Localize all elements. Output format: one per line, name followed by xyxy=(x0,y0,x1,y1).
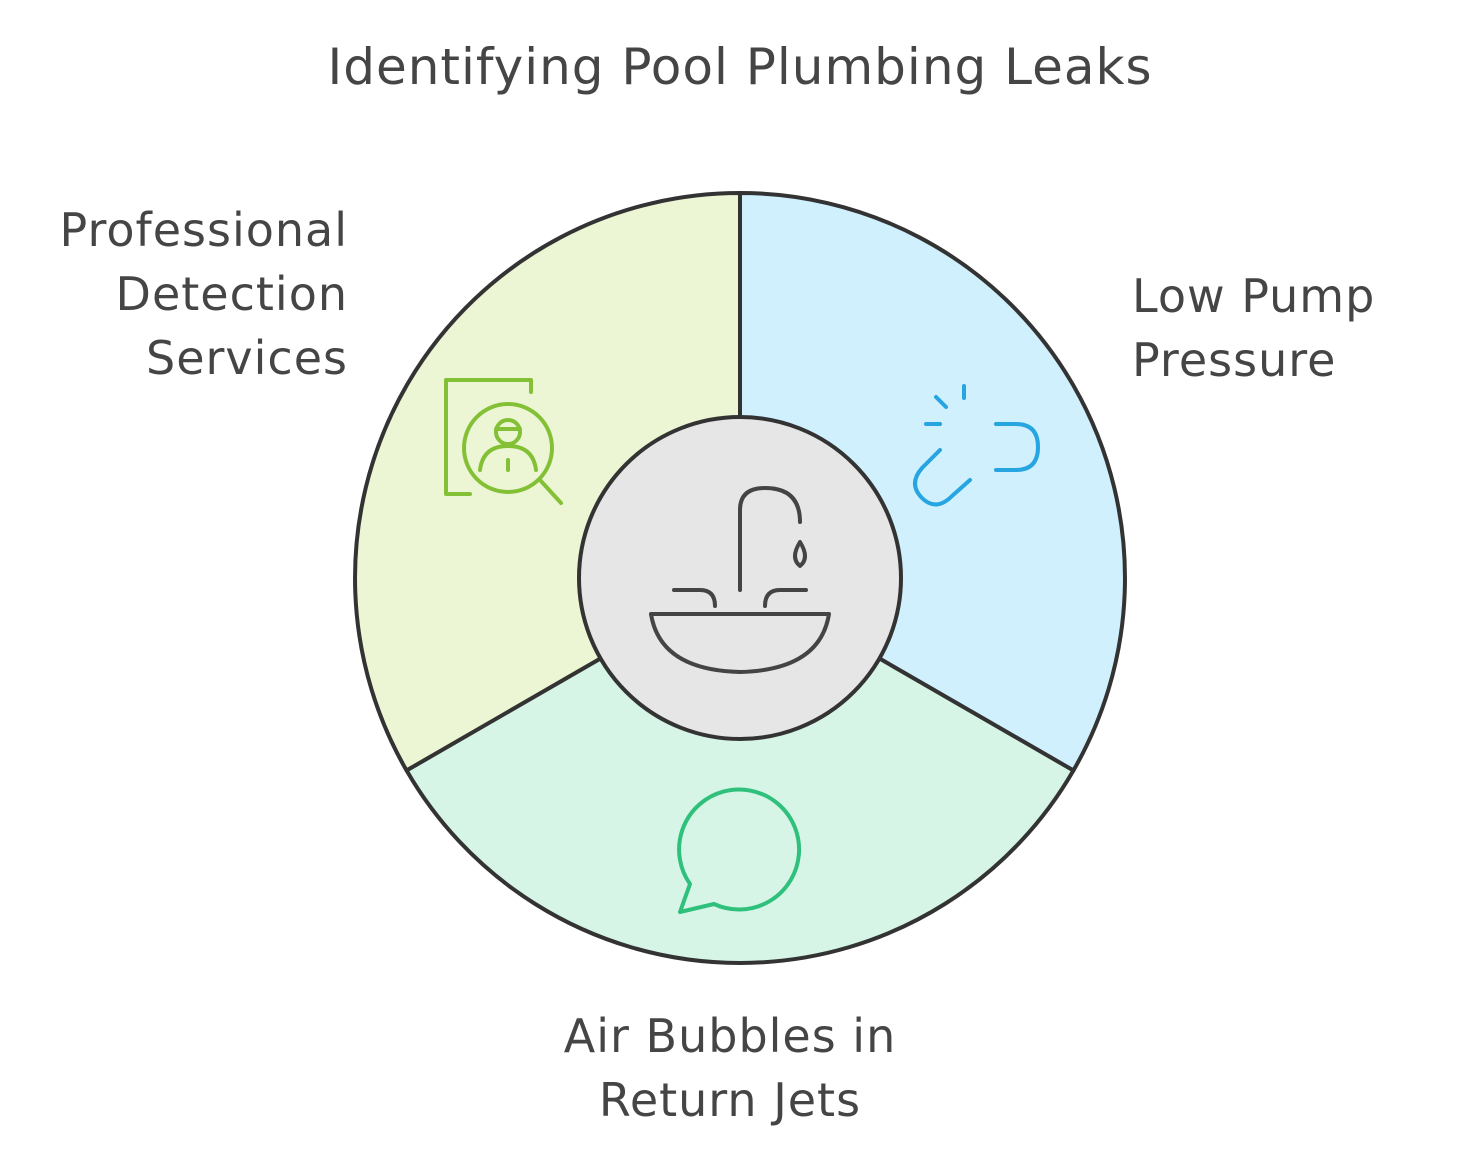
label-line: Low Pump xyxy=(1132,269,1376,323)
segment-air-bubbles xyxy=(404,576,1076,965)
faucet-sink-icon xyxy=(649,486,831,674)
broken-link-icon xyxy=(913,384,1040,507)
label-line: Air Bubbles in xyxy=(563,1009,897,1063)
label-air-bubbles-in-return-jets: Air Bubbles in Return Jets xyxy=(480,1004,980,1132)
label-line: Return Jets xyxy=(598,1073,862,1127)
label-professional-detection-services: Professional Detection Services xyxy=(30,198,348,390)
label-line: Pressure xyxy=(1132,333,1337,387)
inspector-magnifier-icon xyxy=(444,378,563,505)
label-line: Detection xyxy=(115,267,348,321)
diagram-title: Identifying Pool Plumbing Leaks xyxy=(327,38,1153,96)
label-line: Professional xyxy=(59,203,348,257)
label-low-pump-pressure: Low Pump Pressure xyxy=(1132,264,1462,392)
label-line: Services xyxy=(146,331,348,385)
speech-bubble-icon xyxy=(677,787,802,914)
